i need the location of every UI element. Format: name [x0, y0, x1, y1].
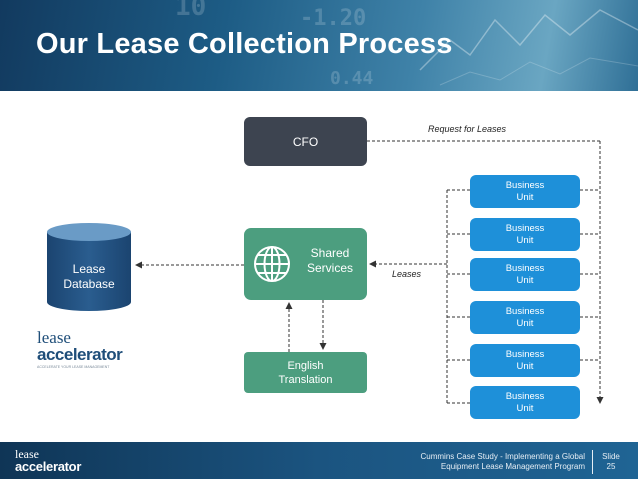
- header-ticker: 10: [175, 0, 207, 22]
- lease-database-label: Lease Database: [63, 262, 115, 291]
- footer-logo: lease accelerator: [15, 447, 82, 474]
- shared-services-box: Shared Services: [244, 228, 367, 300]
- globe-icon: [254, 246, 290, 282]
- cfo-label: CFO: [292, 134, 319, 149]
- shared-services-label: Shared Services: [306, 246, 353, 275]
- leases-label: Leases: [392, 269, 422, 279]
- leaseaccelerator-logo: lease accelerator ACCELERATE YOUR LEASE …: [37, 328, 123, 369]
- header-ticker: -1.20: [300, 6, 367, 31]
- footer-separator: [592, 450, 593, 474]
- english-translation-box: English Translation: [244, 352, 367, 393]
- header-chart-decoration: [419, 9, 638, 86]
- slide-title: Our Lease Collection Process: [36, 28, 453, 60]
- cfo-box: CFO: [244, 117, 367, 166]
- slide-number: Slide 25: [602, 452, 620, 471]
- database-cylinder-icon: [47, 223, 131, 311]
- request-label: Request for Leases: [428, 124, 507, 134]
- title-banner: -1.20 0.44 10 Our Lease Collection Proce…: [0, 0, 638, 91]
- footer-bar: [0, 442, 638, 479]
- footer-case-study-text: Cummins Case Study - Implementing a Glob…: [420, 452, 585, 471]
- header-ticker: 0.44: [330, 68, 374, 89]
